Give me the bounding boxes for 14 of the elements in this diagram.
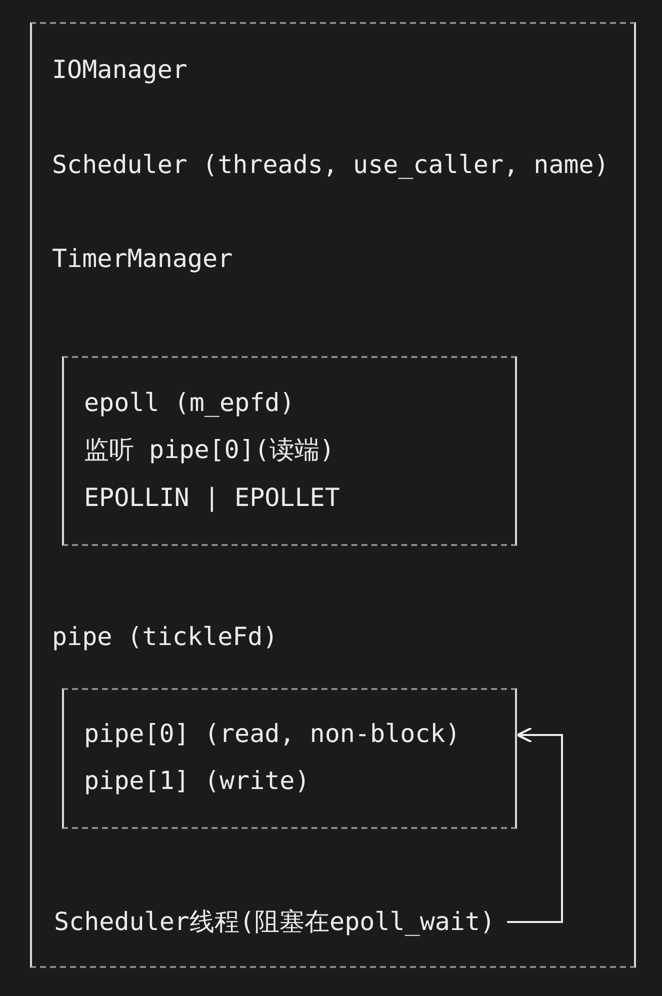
arrow	[507, 726, 563, 923]
code-line: Scheduler (threads, use_caller, name)	[52, 150, 609, 180]
code-line: pipe[1] (write)	[84, 766, 310, 796]
label-text: Scheduler线程(阻塞在epoll_wait)	[54, 907, 496, 937]
code-line: IOManager	[52, 55, 188, 85]
code-line: TimerManager	[52, 244, 233, 274]
inner-box	[62, 688, 517, 829]
code-line: EPOLLIN | EPOLLET	[84, 483, 340, 513]
code-line: pipe (tickleFd)	[52, 622, 278, 652]
code-line: pipe[0] (read, non-block)	[84, 719, 460, 749]
code-line: epoll (m_epfd)	[84, 388, 295, 418]
outer-box	[30, 22, 636, 968]
code-line: 监听 pipe[0](读端)	[84, 435, 335, 465]
inner-box	[62, 356, 517, 546]
